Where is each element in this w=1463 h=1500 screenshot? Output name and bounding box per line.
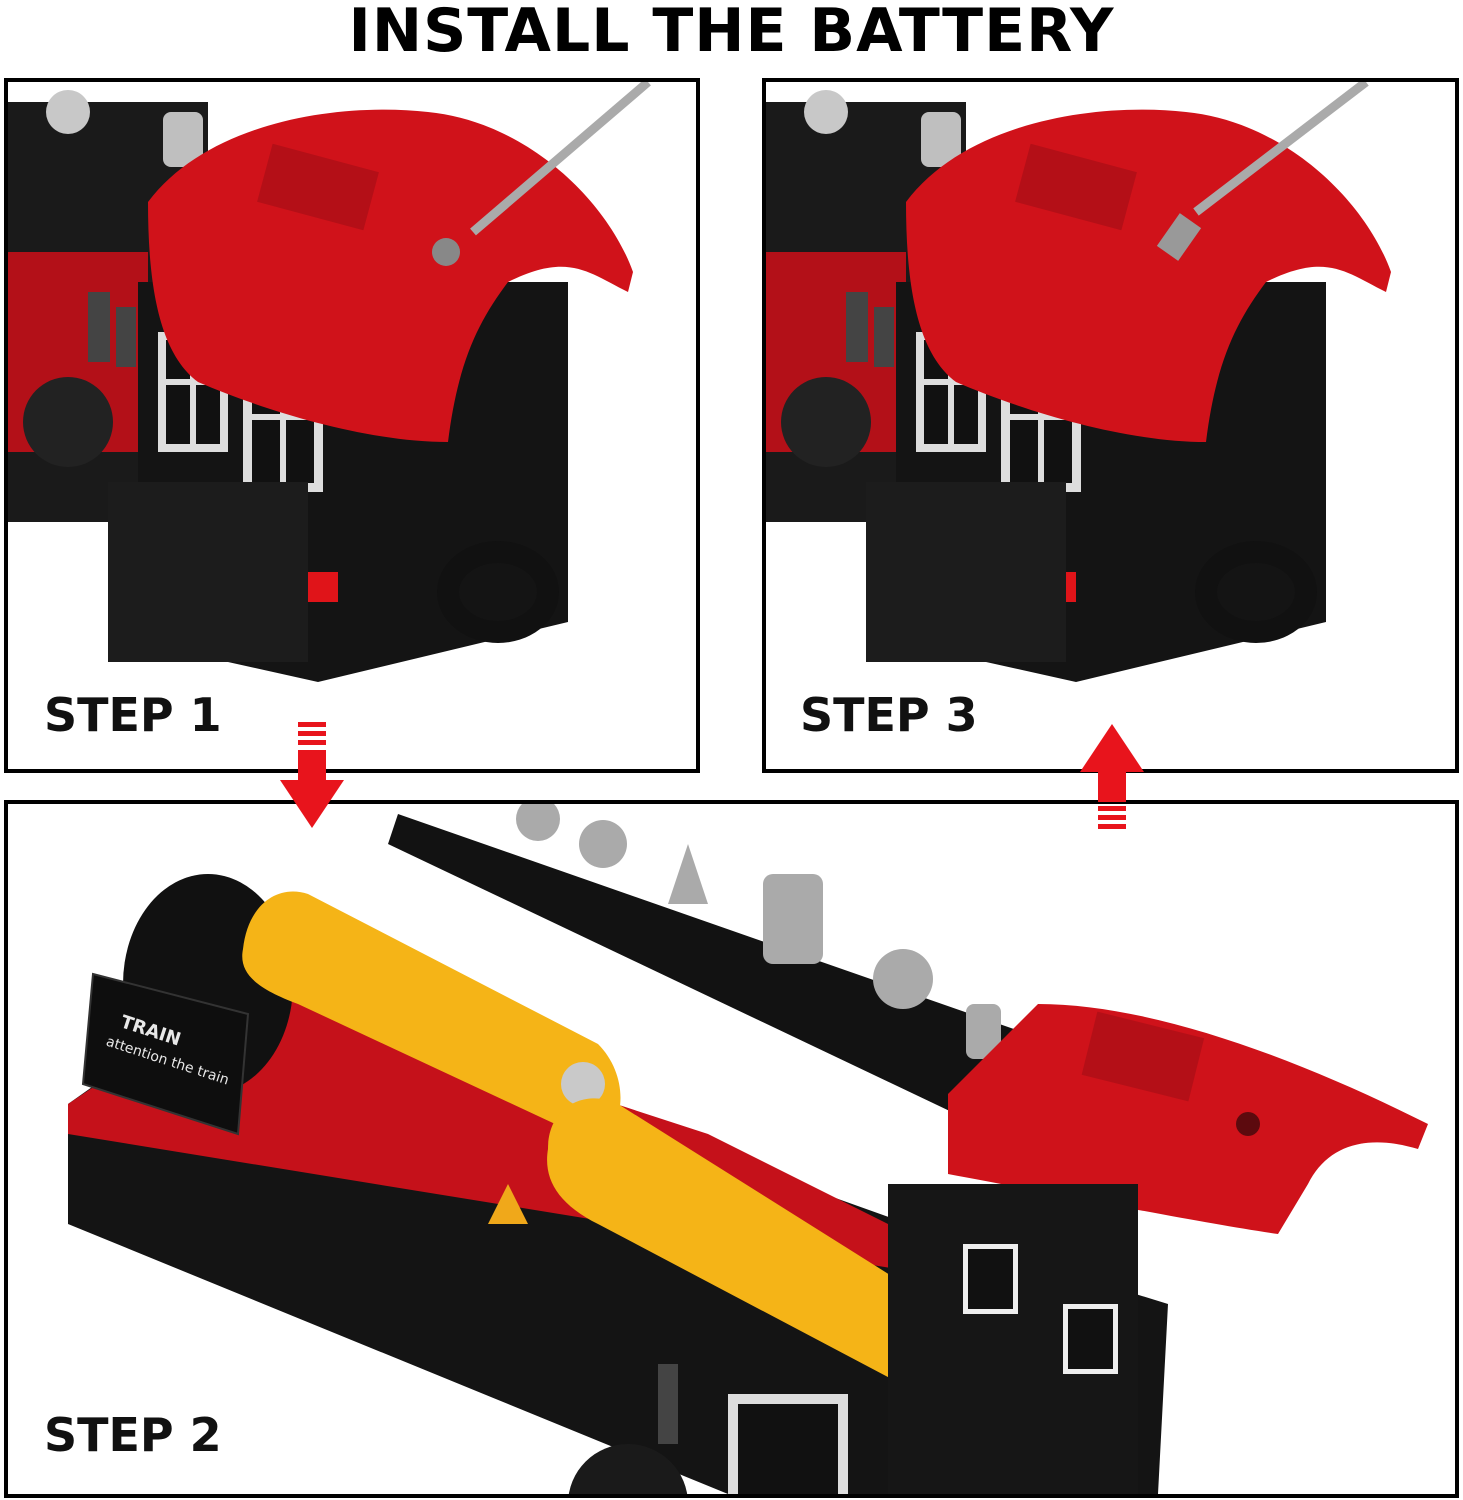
wheel (568, 1444, 688, 1494)
arrow-up-icon (1080, 724, 1144, 829)
screw-being-inserted (1156, 213, 1202, 261)
dome-2 (579, 820, 627, 868)
chassis (866, 482, 1066, 662)
wheel (781, 377, 871, 467)
dome-3 (873, 949, 933, 1009)
dome-1 (516, 804, 560, 841)
spring-1 (88, 292, 110, 362)
steam-dome (921, 112, 961, 167)
steam-stack (763, 874, 823, 964)
whistle-cone (668, 844, 708, 904)
spring-2 (116, 307, 136, 367)
coupler-ring (1195, 541, 1317, 643)
spring (658, 1364, 678, 1444)
battery-1 (242, 891, 621, 1144)
detached-cab-roof (948, 1004, 1428, 1234)
steam-dome (163, 112, 203, 167)
step-1-panel: STEP 1 (4, 78, 700, 773)
spring-2 (874, 307, 894, 367)
wheel (23, 377, 113, 467)
battery-install-illustration: TRAIN attention the train (68, 804, 1428, 1494)
coupler-ring (437, 541, 559, 643)
dome-4 (966, 1004, 1001, 1059)
chassis (108, 482, 308, 662)
battery-1-terminal (561, 1062, 605, 1106)
arrow-down-icon (280, 722, 344, 828)
step-3-panel: STEP 3 (762, 78, 1459, 773)
front-badge (81, 972, 250, 1136)
step-1-label: STEP 1 (44, 688, 222, 742)
step-2-label: STEP 2 (44, 1408, 222, 1462)
train-cab-screwed-illustration (766, 82, 1391, 682)
train-cab-closed-illustration (8, 82, 651, 682)
insert-arrow-down (488, 1184, 528, 1224)
roof-screw (432, 238, 460, 266)
bell-dome (804, 90, 848, 134)
bell-dome (46, 90, 90, 134)
step-3-label: STEP 3 (800, 688, 978, 742)
step-2-panel: TRAIN attention the train STEP 2 (4, 800, 1459, 1498)
roof-screw-hole (1236, 1112, 1260, 1136)
battery-2 (547, 1098, 987, 1414)
screwdriver (1193, 82, 1369, 216)
page-title: INSTALL THE BATTERY (348, 0, 1115, 66)
screwdriver (470, 82, 651, 236)
boiler-top (388, 814, 1028, 1134)
spring-1 (846, 292, 868, 362)
